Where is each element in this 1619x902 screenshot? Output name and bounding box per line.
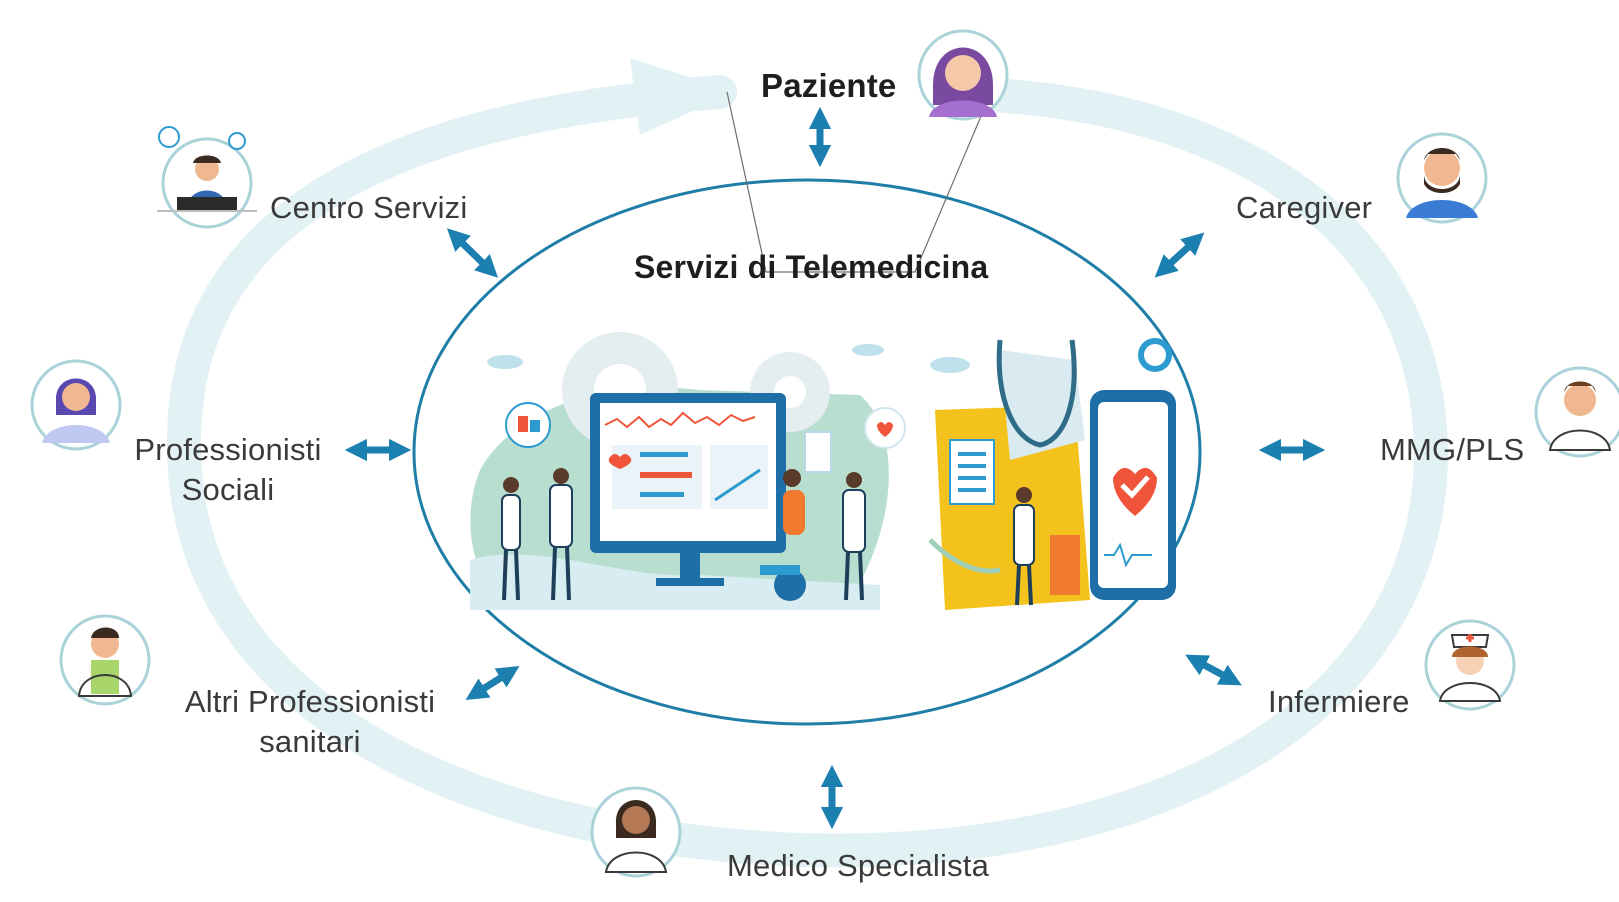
flow-arrowhead xyxy=(630,58,735,135)
medico-specialista-label: Medico Specialista xyxy=(727,848,990,883)
telemedicine-illustration xyxy=(470,332,1176,610)
paziente-label: Paziente xyxy=(761,67,897,104)
caregiver-label: Caregiver xyxy=(1236,190,1373,225)
paziente-connector-lines xyxy=(726,91,991,273)
centro-servizi-label: Centro Servizi xyxy=(270,190,468,225)
professionisti-sociali-line1: Professionisti xyxy=(134,432,322,467)
infermiere-label: Infermiere xyxy=(1268,684,1410,719)
arrow-altri-professionisti xyxy=(465,666,520,700)
medico-specialista-avatar xyxy=(590,786,682,878)
altri-professionisti-line2: sanitari xyxy=(259,724,361,759)
mmg-pls-avatar xyxy=(1534,366,1619,458)
altri-professionisti-line1: Altri Professionisti xyxy=(184,684,436,719)
connection-arrows xyxy=(344,106,1326,830)
arrow-infermiere xyxy=(1185,654,1242,686)
professionisti-sociali-line2: Sociali xyxy=(181,472,275,507)
services-title: Servizi di Telemedicina xyxy=(634,249,989,285)
caregiver-avatar xyxy=(1396,132,1488,224)
arrow-caregiver xyxy=(1154,232,1205,278)
altri-professionisti-avatar xyxy=(59,614,151,706)
professionisti-sociali-avatar xyxy=(30,359,122,451)
mmg-pls-label: MMG/PLS xyxy=(1380,432,1525,467)
arrow-centro-servizi xyxy=(446,228,499,278)
professionisti-sociali-label: Professionisti Sociali xyxy=(112,430,344,510)
paziente-avatar xyxy=(917,29,1009,121)
outer-flow-ring xyxy=(167,58,1448,868)
infermiere-avatar xyxy=(1424,619,1516,711)
altri-professionisti-label: Altri Professionisti sanitari xyxy=(165,682,455,762)
centro-servizi-avatar xyxy=(157,126,257,229)
